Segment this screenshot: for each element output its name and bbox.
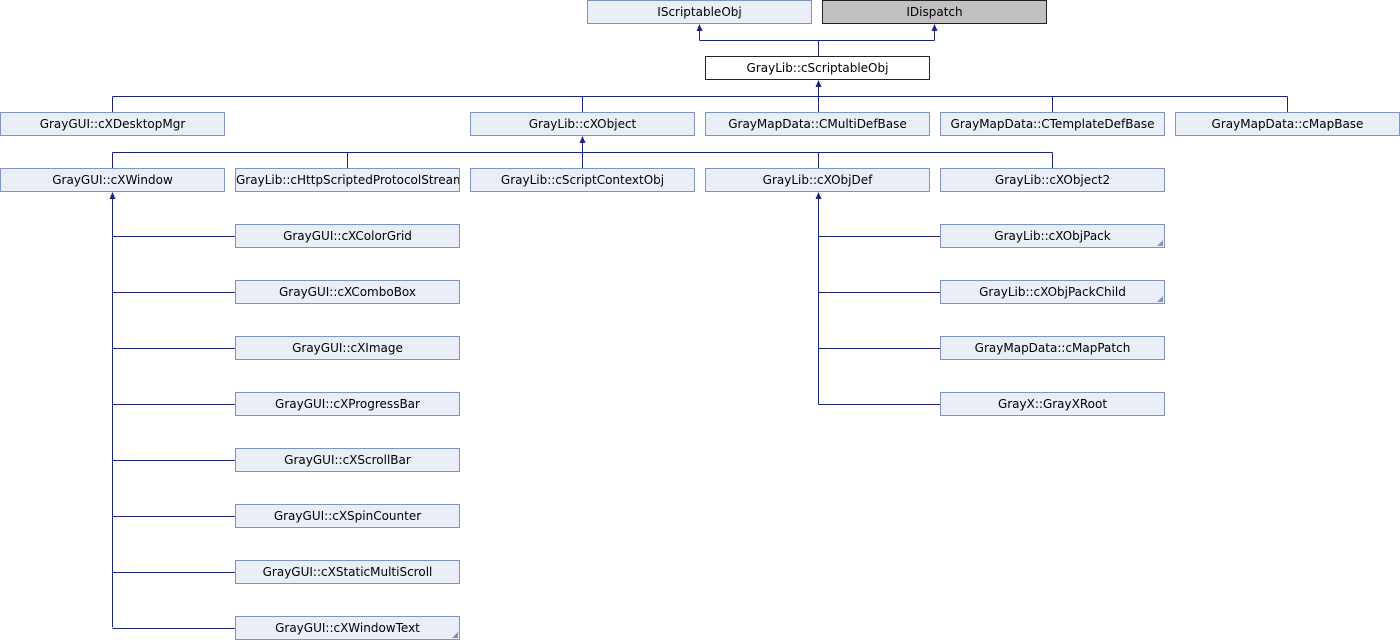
arrowhead-cxwindow <box>109 192 116 199</box>
node-cmapbase[interactable]: GrayMapData::cMapBase <box>1175 112 1400 136</box>
node-cxwindow[interactable]: GrayGUI::cXWindow <box>0 168 225 192</box>
truncated-marker <box>452 632 458 638</box>
node-cxscrollbar[interactable]: GrayGUI::cXScrollBar <box>235 448 460 472</box>
node-label: GrayLib::cXObjPackChild <box>979 285 1126 299</box>
node-cxdesktopmgr[interactable]: GrayGUI::cXDesktopMgr <box>0 112 225 136</box>
node-ctemplatedefbase[interactable]: GrayMapData::CTemplateDefBase <box>940 112 1165 136</box>
truncated-marker <box>1157 296 1163 302</box>
node-label: GrayGUI::cXWindowText <box>275 621 420 635</box>
node-cxobject2[interactable]: GrayLib::cXObject2 <box>940 168 1165 192</box>
node-cmappatch[interactable]: GrayMapData::cMapPatch <box>940 336 1165 360</box>
node-cxstaticmultiscroll[interactable]: GrayGUI::cXStaticMultiScroll <box>235 560 460 584</box>
arrowhead-cxobjdef <box>815 192 822 199</box>
node-cmultidefbase[interactable]: GrayMapData::CMultiDefBase <box>705 112 930 136</box>
node-cxobjpackchild[interactable]: GrayLib::cXObjPackChild <box>940 280 1165 304</box>
node-label: GrayLib::cXObjPack <box>994 229 1111 243</box>
node-idispatch: IDispatch <box>822 0 1047 24</box>
node-cxprogressbar[interactable]: GrayGUI::cXProgressBar <box>235 392 460 416</box>
truncated-marker <box>1157 240 1163 246</box>
arrowhead-cxobject <box>579 136 586 143</box>
node-chttpscriptedprotocolstream[interactable]: GrayLib::cHttpScriptedProtocolStream <box>235 168 460 192</box>
node-cxobject[interactable]: GrayLib::cXObject <box>470 112 695 136</box>
node-cxobjdef[interactable]: GrayLib::cXObjDef <box>705 168 930 192</box>
node-cxobjpack[interactable]: GrayLib::cXObjPack <box>940 224 1165 248</box>
arrowhead-idispatch <box>931 24 938 31</box>
node-cxcolorgrid[interactable]: GrayGUI::cXColorGrid <box>235 224 460 248</box>
node-grayxroot[interactable]: GrayX::GrayXRoot <box>940 392 1165 416</box>
node-cxspincounter[interactable]: GrayGUI::cXSpinCounter <box>235 504 460 528</box>
arrowhead-iscriptableobj <box>696 24 703 31</box>
node-cxwindowtext[interactable]: GrayGUI::cXWindowText <box>235 616 460 640</box>
node-cscriptcontextobj[interactable]: GrayLib::cScriptContextObj <box>470 168 695 192</box>
node-cxcombobox[interactable]: GrayGUI::cXComboBox <box>235 280 460 304</box>
node-cscriptableobj: GrayLib::cScriptableObj <box>705 56 930 80</box>
node-cximage[interactable]: GrayGUI::cXImage <box>235 336 460 360</box>
arrowhead-cscriptableobj <box>815 80 822 87</box>
node-iscriptableobj[interactable]: IScriptableObj <box>587 0 812 24</box>
